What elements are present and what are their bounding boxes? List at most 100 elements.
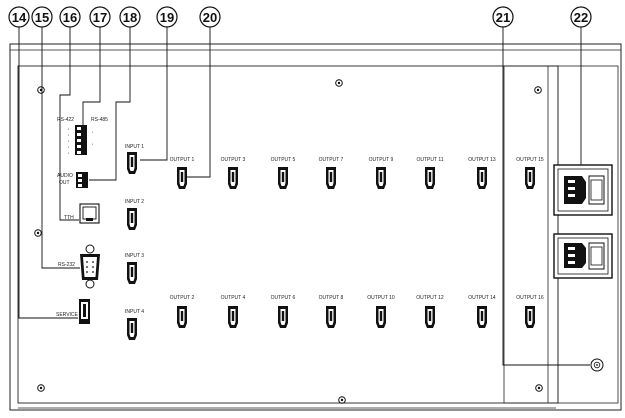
leader-19 <box>140 27 168 161</box>
output-label: OUTPUT 15 <box>516 157 544 163</box>
hdmi-output-port <box>376 167 386 189</box>
leader-15-rs232 <box>41 27 80 269</box>
ethernet-port <box>79 203 100 224</box>
hdmi-input-port <box>127 208 137 230</box>
output-label: OUTPUT 3 <box>221 157 246 163</box>
leader-16 <box>59 27 79 221</box>
callout-15: 15 <box>31 6 53 28</box>
svg-text:17: 17 <box>93 10 107 25</box>
leader-lines <box>18 27 590 366</box>
power-socket-upper <box>553 164 613 216</box>
svg-text:21: 21 <box>496 10 510 25</box>
hdmi-output-port <box>477 167 487 189</box>
callout-22: 22 <box>570 6 592 28</box>
audio-out-terminal <box>76 172 88 188</box>
callout-20: 20 <box>199 6 221 28</box>
out-label: OUT <box>59 180 70 186</box>
callout-14: 14 <box>8 6 30 28</box>
leader-20 <box>186 27 211 178</box>
rs232-dsub-port <box>80 244 100 289</box>
leader-17 <box>82 27 101 125</box>
output-label: OUTPUT 9 <box>369 157 394 163</box>
callout-18: 18 <box>119 6 141 28</box>
rs232-label: RS-232 <box>58 262 75 268</box>
svg-text:20: 20 <box>203 10 217 25</box>
hdmi-inputs: INPUT 1 INPUT 2 INPUT 3 INPUT 4 <box>125 144 144 340</box>
audio-label: AUDIO <box>57 173 73 179</box>
svg-text:▪: ▪ <box>68 145 69 149</box>
callout-17: 17 <box>89 6 111 28</box>
ground-screw-icon <box>590 358 604 372</box>
input-label: INPUT 1 <box>125 144 144 150</box>
screw-icon <box>338 396 346 404</box>
output-label: OUTPUT 5 <box>271 157 296 163</box>
output-label: OUTPUT 2 <box>170 295 195 301</box>
leader-18 <box>89 27 131 181</box>
output-label: OUTPUT 8 <box>319 295 344 301</box>
svg-text:15: 15 <box>35 10 49 25</box>
output-label: OUTPUT 13 <box>468 157 496 163</box>
svg-text:▪: ▪ <box>68 127 69 131</box>
hdmi-output-port <box>326 167 336 189</box>
svg-text:▪: ▪ <box>68 151 69 155</box>
output-label: OUTPUT 11 <box>416 157 443 163</box>
chassis-outline <box>9 43 622 411</box>
screw-icon <box>335 79 343 87</box>
service-label: SERVICE <box>56 312 79 318</box>
output-label: OUTPUT 7 <box>319 157 344 163</box>
hdmi-output-port <box>525 167 535 189</box>
tth-label: TTH <box>64 215 74 221</box>
input-label: INPUT 2 <box>125 199 144 205</box>
svg-text:▪: ▪ <box>68 139 69 143</box>
service-usb-port <box>79 299 90 324</box>
output-label: OUTPUT 14 <box>468 295 496 301</box>
output-label: OUTPUT 4 <box>221 295 246 301</box>
output-label: OUTPUT 1 <box>170 157 195 163</box>
input-label: INPUT 4 <box>125 309 144 315</box>
rs485-label: RS-485 <box>91 117 108 123</box>
leader-14 <box>18 27 78 319</box>
svg-text:22: 22 <box>574 10 588 25</box>
callout-19: 19 <box>156 6 178 28</box>
leader-21 <box>502 27 590 366</box>
hdmi-output-port <box>425 167 435 189</box>
hdmi-output-port <box>278 306 288 328</box>
svg-text:18: 18 <box>123 10 137 25</box>
input-label: INPUT 3 <box>125 253 144 259</box>
svg-text:19: 19 <box>160 10 174 25</box>
svg-text:▪: ▪ <box>68 133 69 137</box>
callout-21: 21 <box>492 6 514 28</box>
hdmi-input-port <box>127 262 137 284</box>
hdmi-output-port <box>228 167 238 189</box>
svg-text:▪: ▪ <box>92 130 93 134</box>
callout-16: 16 <box>59 6 81 28</box>
hdmi-input-port <box>127 318 137 340</box>
screw-icon <box>535 384 543 392</box>
hdmi-output-port <box>425 306 435 328</box>
power-socket-lower <box>553 233 613 279</box>
screw-icon <box>34 229 42 237</box>
rs-terminal-block: ▪ ▪ ▪ ▪ ▪ ▪ ▪ <box>68 125 93 155</box>
hdmi-output-port <box>525 306 535 328</box>
screw-icon <box>534 86 542 94</box>
hdmi-outputs: OUTPUT 1 OUTPUT 3 OUTPUT 5 OUTPUT 7 OUTPUT 9… <box>170 157 544 328</box>
hdmi-output-port <box>477 306 487 328</box>
rs422-label: RS-422 <box>57 117 74 123</box>
hdmi-output-port <box>177 167 187 189</box>
power-section <box>547 65 619 404</box>
hdmi-output-port <box>228 306 238 328</box>
hdmi-output-port <box>376 306 386 328</box>
output-label: OUTPUT 12 <box>416 295 444 301</box>
output-label: OUTPUT 6 <box>271 295 296 301</box>
hdmi-output-port <box>177 306 187 328</box>
svg-text:▪: ▪ <box>92 142 93 146</box>
svg-text:14: 14 <box>12 10 27 25</box>
hdmi-output-port <box>326 306 336 328</box>
svg-text:16: 16 <box>63 10 77 25</box>
hdmi-output-port <box>278 167 288 189</box>
hdmi-input-port <box>127 152 137 174</box>
screw-icon <box>37 384 45 392</box>
output-label: OUTPUT 10 <box>367 295 395 301</box>
screws <box>34 79 543 404</box>
